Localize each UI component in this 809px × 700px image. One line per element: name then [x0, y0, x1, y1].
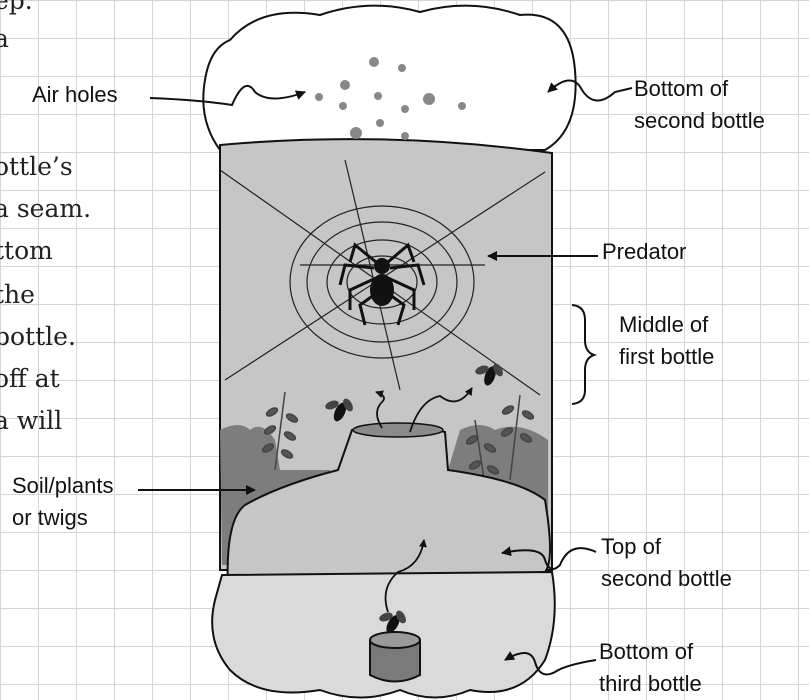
label-soil-plants-line-1: Soil/plants [12, 471, 114, 501]
label-top-of-second-bottle-line-1: Top of [601, 532, 661, 562]
label-bottom-of-third-bottle-line-2: third bottle [599, 669, 702, 699]
label-top-of-second-bottle-line-2: second bottle [601, 564, 732, 594]
label-middle-of-first-bottle-line-1: Middle of [619, 310, 708, 340]
brace-middle-first [572, 305, 594, 404]
label-predator: Predator [602, 237, 686, 267]
label-bottom-of-second-bottle-line-1: Bottom of [634, 74, 728, 104]
label-bottom-of-second-bottle-line-2: second bottle [634, 106, 765, 136]
bait-cup-icon [370, 632, 420, 682]
top-bottle-cap [203, 6, 575, 150]
funnel-opening [353, 423, 443, 437]
label-middle-of-first-bottle-line-2: first bottle [619, 342, 714, 372]
label-air-holes: Air holes [32, 80, 118, 110]
label-soil-plants-line-2: or twigs [12, 503, 88, 533]
label-bottom-of-third-bottle-line-1: Bottom of [599, 637, 693, 667]
